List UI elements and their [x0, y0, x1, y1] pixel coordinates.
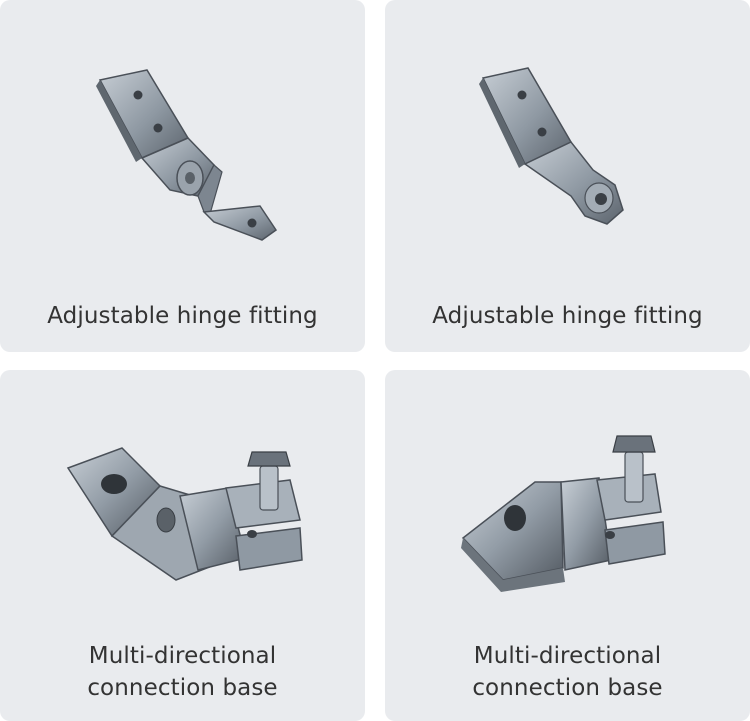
label-line-2: connection base	[472, 675, 663, 701]
product-card-base-1[interactable]: Multi-directional connection base	[0, 370, 365, 721]
hinge-fitting-image	[96, 69, 278, 241]
product-label: Multi-directional connection base	[385, 640, 750, 704]
connection-base-image	[66, 447, 303, 581]
label-line-1: Multi-directional	[473, 643, 662, 669]
connection-base-image	[461, 435, 666, 592]
product-label: Adjustable hinge fitting	[47, 303, 318, 329]
product-card-hinge-1[interactable]: Adjustable hinge fitting	[0, 0, 365, 352]
product-card-base-2[interactable]: Multi-directional connection base	[385, 370, 750, 721]
product-label: Adjustable hinge fitting	[432, 303, 703, 329]
hinge-fitting-image	[479, 67, 624, 225]
label-line-1: Multi-directional	[88, 643, 277, 669]
product-label: Multi-directional connection base	[0, 640, 365, 704]
label-line-2: connection base	[87, 675, 278, 701]
product-card-hinge-2[interactable]: Adjustable hinge fitting	[385, 0, 750, 352]
